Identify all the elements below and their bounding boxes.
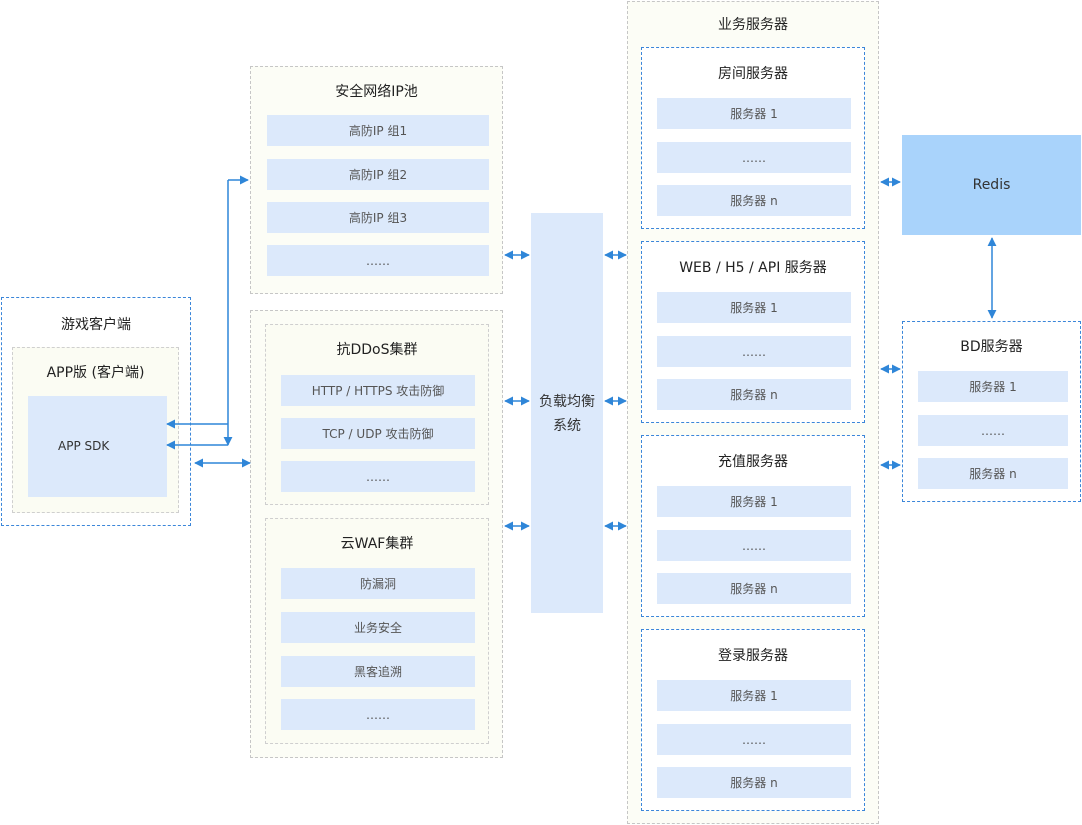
server-group-title: 房间服务器 bbox=[718, 66, 788, 82]
server-item: …… bbox=[657, 530, 851, 561]
waf-cluster-title: 云WAF集群 bbox=[340, 536, 414, 552]
app-version-box: APP版 (客户端) APP SDK bbox=[12, 347, 179, 513]
server-item: 服务器 1 bbox=[657, 292, 851, 323]
server-group-title: 登录服务器 bbox=[718, 648, 788, 664]
game-client-title: 游戏客户端 bbox=[61, 317, 131, 333]
app-sdk-label: APP SDK bbox=[58, 439, 110, 453]
waf-item: 防漏洞 bbox=[281, 568, 475, 599]
load-balancer-box: 负载均衡 系统 bbox=[531, 213, 603, 613]
redis-box: Redis bbox=[902, 135, 1081, 235]
server-group-room: 房间服务器 服务器 1 …… 服务器 n bbox=[641, 47, 865, 229]
bd-servers-container: BD服务器 服务器 1 …… 服务器 n bbox=[902, 321, 1081, 502]
server-item: 服务器 1 bbox=[657, 486, 851, 517]
ip-pool-container: 安全网络IP池 高防IP 组1 高防IP 组2 高防IP 组3 …… bbox=[250, 66, 503, 294]
bd-servers-title: BD服务器 bbox=[960, 339, 1023, 355]
server-group-title: WEB / H5 / API 服务器 bbox=[679, 260, 827, 276]
ip-group-item: 高防IP 组3 bbox=[267, 202, 489, 233]
ip-group-item: …… bbox=[267, 245, 489, 276]
waf-item: 业务安全 bbox=[281, 612, 475, 643]
server-item: …… bbox=[657, 724, 851, 755]
server-item: 服务器 n bbox=[657, 573, 851, 604]
waf-item: 黑客追溯 bbox=[281, 656, 475, 687]
ip-group-item: 高防IP 组2 bbox=[267, 159, 489, 190]
server-group-web: WEB / H5 / API 服务器 服务器 1 …… 服务器 n bbox=[641, 241, 865, 423]
server-item: 服务器 n bbox=[657, 767, 851, 798]
ddos-item: …… bbox=[281, 461, 475, 492]
game-client-container: 游戏客户端 APP版 (客户端) APP SDK bbox=[1, 297, 191, 526]
server-item: 服务器 1 bbox=[657, 98, 851, 129]
ddos-cluster-box: 抗DDoS集群 HTTP / HTTPS 攻击防御 TCP / UDP 攻击防御… bbox=[265, 324, 489, 505]
server-item: 服务器 1 bbox=[918, 371, 1068, 402]
ddos-cluster-title: 抗DDoS集群 bbox=[336, 342, 418, 358]
ip-group-item: 高防IP 组1 bbox=[267, 115, 489, 146]
server-item: …… bbox=[918, 415, 1068, 446]
server-item: 服务器 n bbox=[657, 379, 851, 410]
app-sdk-box: APP SDK bbox=[28, 396, 167, 497]
server-group-recharge: 充值服务器 服务器 1 …… 服务器 n bbox=[641, 435, 865, 617]
server-group-login: 登录服务器 服务器 1 …… 服务器 n bbox=[641, 629, 865, 811]
server-item: 服务器 1 bbox=[657, 680, 851, 711]
defense-container: 抗DDoS集群 HTTP / HTTPS 攻击防御 TCP / UDP 攻击防御… bbox=[250, 310, 503, 758]
business-servers-title: 业务服务器 bbox=[718, 17, 788, 33]
server-item: …… bbox=[657, 336, 851, 367]
server-group-title: 充值服务器 bbox=[718, 454, 788, 470]
app-version-title: APP版 (客户端) bbox=[46, 365, 145, 381]
business-servers-container: 业务服务器 房间服务器 服务器 1 …… 服务器 n WEB / H5 / AP… bbox=[627, 1, 879, 824]
server-item: …… bbox=[657, 142, 851, 173]
server-item: 服务器 n bbox=[918, 458, 1068, 489]
ddos-item: HTTP / HTTPS 攻击防御 bbox=[281, 375, 475, 406]
load-balancer-label-line2: 系统 bbox=[553, 418, 581, 434]
server-item: 服务器 n bbox=[657, 185, 851, 216]
ddos-item: TCP / UDP 攻击防御 bbox=[281, 418, 475, 449]
ip-pool-title: 安全网络IP池 bbox=[335, 84, 418, 100]
load-balancer-label-line1: 负载均衡 bbox=[539, 394, 595, 410]
waf-cluster-box: 云WAF集群 防漏洞 业务安全 黑客追溯 …… bbox=[265, 518, 489, 744]
waf-item: …… bbox=[281, 699, 475, 730]
redis-label: Redis bbox=[972, 177, 1011, 193]
